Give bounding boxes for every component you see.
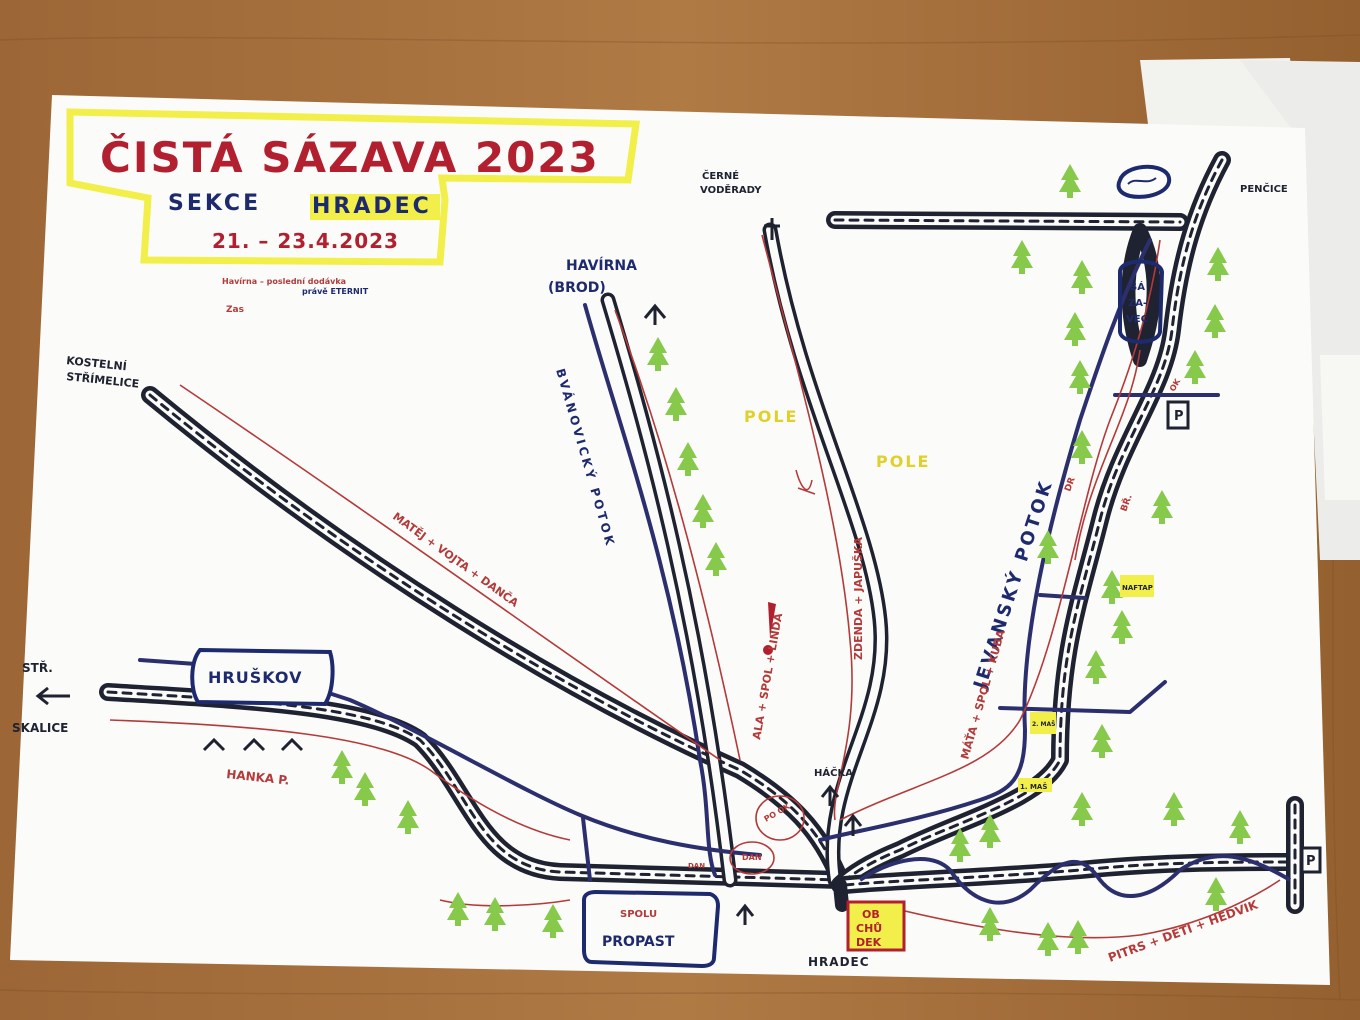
arrow-up-propast (735, 903, 755, 925)
arrow-up-hacka (820, 784, 840, 806)
str-skalice-label-1: STŘ. (22, 660, 53, 675)
propast-label: PROPAST (602, 934, 675, 950)
kostelni-label-1: KOSTELNÍ (66, 354, 128, 373)
section-name: HRADEC (312, 194, 432, 219)
ok-scribble (795, 469, 816, 495)
section-prefix: SEKCE (168, 191, 261, 216)
route-hanka (109, 719, 571, 841)
obchudek-label-2: CHŮ (856, 922, 882, 935)
hills-skalice (202, 737, 304, 752)
stream-bvanovicky (583, 303, 717, 877)
hradec-highlight (310, 194, 440, 220)
title-block (66, 108, 641, 266)
team-hanka: HANKA P. (226, 767, 290, 788)
pole-label-1: POLE (744, 407, 798, 426)
team-zdenda: ZDENDA + JAPUŠKA (852, 537, 865, 660)
obchudek-box (846, 900, 906, 952)
stream-bottom-wave (858, 854, 1292, 905)
route-matej (179, 384, 721, 761)
team-dr: DR (1063, 476, 1077, 493)
road-sazavec-loop (1121, 223, 1161, 367)
parking-bottom (1300, 846, 1322, 874)
nafta-marker-bg (1120, 575, 1154, 597)
car-marker-2-bg (1030, 712, 1056, 734)
place-labels: KOSTELNÍ STŘÍMELICE HAVÍRNA (BROD) ČERNÉ… (12, 169, 1316, 969)
sazavec-label-2: ZA- (1128, 298, 1147, 309)
event-dates: 21. – 23.4.2023 (212, 229, 399, 253)
route-zdenda (761, 234, 853, 821)
obchudek-label-3: DEK (856, 936, 882, 949)
road-havirna (600, 292, 738, 888)
road-east (836, 796, 1304, 914)
sazavec-label-1: SÁ (1130, 280, 1145, 293)
route-pitrs (879, 879, 1281, 939)
cleanup-routes (109, 234, 1281, 939)
team-dan-small: DAN (688, 862, 705, 870)
propast-box (582, 889, 721, 969)
car-marker-1-label: 1. MAŠ (1020, 782, 1047, 791)
stream-side (998, 680, 1167, 714)
note-line-3: Zas (226, 305, 244, 315)
route-br (1074, 349, 1141, 561)
parking-top (1166, 400, 1190, 430)
road-kostelni (141, 386, 849, 889)
str-skalice-label-2: SKALICE (12, 721, 68, 735)
hacka-label: HÁČKA (814, 766, 853, 779)
parking-label-2: P (1306, 854, 1316, 869)
background-papers (1140, 58, 1360, 560)
hradec-label: HRADEC (808, 955, 870, 969)
havirna-label-2: (BROD) (548, 280, 606, 296)
pencice-label: PENČICE (1240, 182, 1288, 195)
car-marker-1-bg (1018, 778, 1052, 792)
route-ala (614, 309, 741, 761)
havirna-label-1: HAVÍRNA (566, 257, 637, 274)
note-line-1: Havírna – poslední dodávka (222, 277, 346, 286)
sazavec-label-3: VEC (1126, 314, 1148, 325)
cerne-label-2: VODĚRADY (700, 183, 762, 196)
cross-church (764, 218, 780, 240)
car-marker-2-label: 2. MAŠ (1032, 721, 1055, 728)
team-dan: DAN (742, 853, 762, 862)
note-line-2: právě ETERNIT (302, 286, 369, 296)
stream-jevansky (818, 238, 1152, 842)
pole-label-2: POLE (876, 452, 930, 471)
cerne-label-1: ČERNÉ (702, 169, 739, 182)
symbols (35, 218, 863, 925)
obchudek-label-1: OB (862, 908, 880, 921)
road-pencice (831, 151, 1231, 894)
route-dan-circle (729, 841, 775, 875)
poster-title: ČISTÁ SÁZAVA 2023 (100, 132, 600, 182)
hruskov-box (190, 647, 335, 707)
roads (99, 151, 1304, 914)
exclamation-marker-icon (763, 602, 776, 655)
nafta-marker-label: NAFTAP (1122, 584, 1153, 592)
arrow-up-havirna (643, 303, 667, 325)
pond-top (1116, 164, 1172, 199)
road-cerne-voderady (762, 222, 889, 888)
route-mata (839, 239, 1161, 821)
stream-spur (581, 816, 592, 882)
parking-label-1: P (1174, 409, 1184, 424)
road-top (826, 211, 1189, 231)
arrow-up-hradec (843, 813, 863, 836)
sazavec-box (1118, 259, 1165, 344)
field-labels: POLE POLE (744, 407, 930, 471)
arrow-left-skalice (35, 686, 70, 706)
hruskov-label: HRUŠKOV (208, 668, 302, 687)
team-spolu: SPOLU (620, 909, 657, 920)
route-pook-circle (755, 795, 805, 841)
